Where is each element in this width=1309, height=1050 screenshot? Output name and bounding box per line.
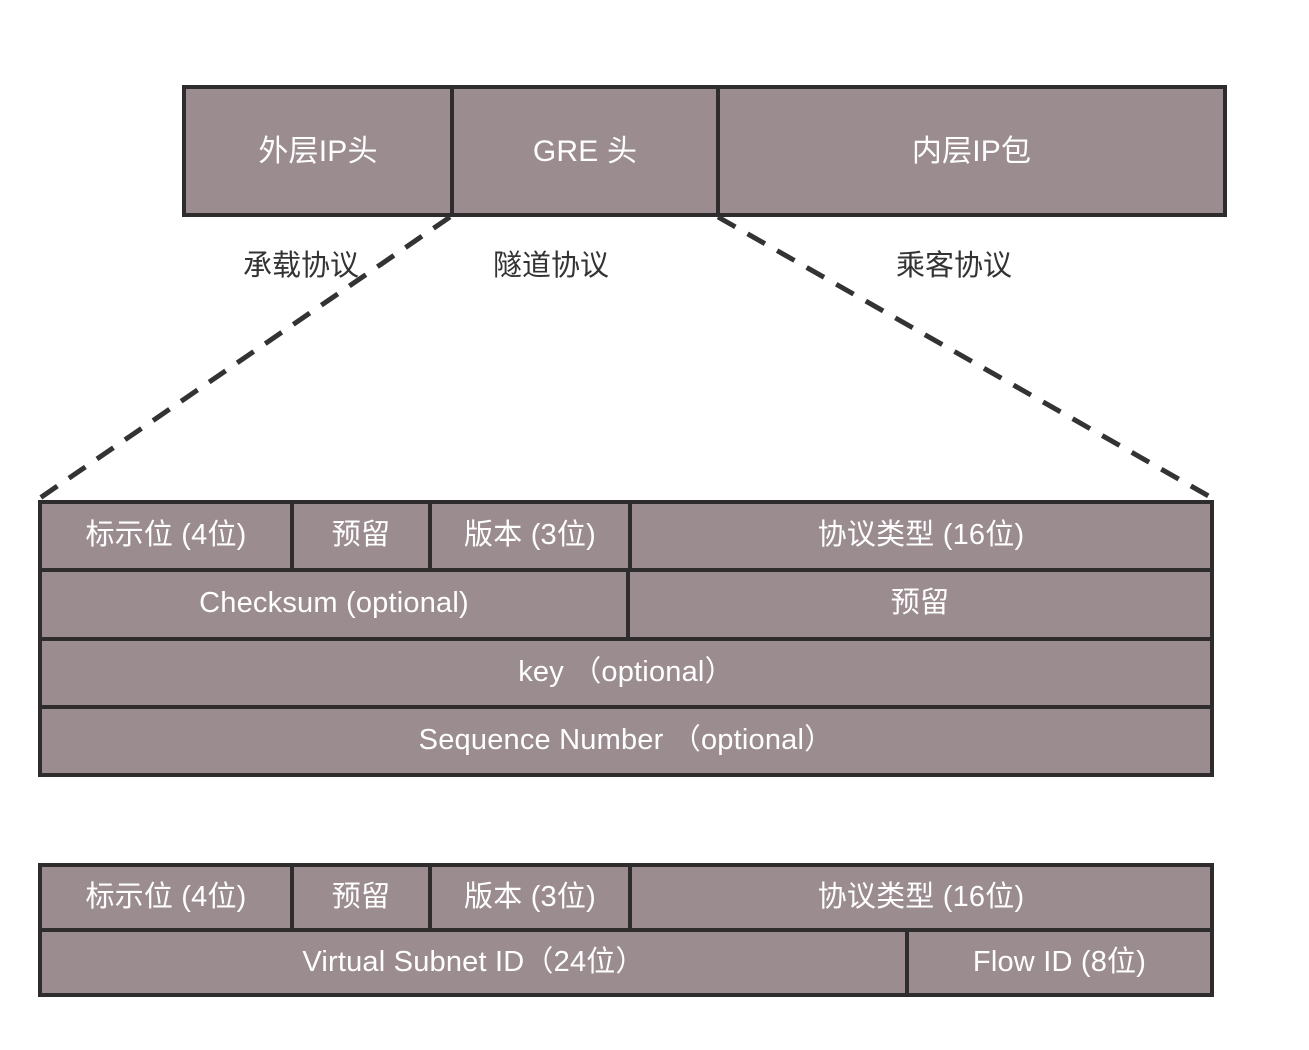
gre-header-row-2: Checksum (optional) 预留 (42, 572, 1210, 637)
gre-field-checksum: Checksum (optional) (42, 572, 626, 637)
gre-field-version: 版本 (3位) (432, 504, 628, 569)
nvgre-field-virtual-subnet-id: Virtual Subnet ID（24位） (42, 932, 905, 993)
top-packet-row: 外层IP头 GRE 头 内层IP包 (186, 89, 1223, 213)
nvgre-field-reserved: 预留 (294, 867, 428, 928)
cell-gre-header: GRE 头 (454, 89, 716, 213)
gre-header-row-3: key （optional） (42, 640, 1210, 705)
nvgre-field-flow-id: Flow ID (8位) (909, 932, 1210, 993)
nvgre-header-format-table: 标示位 (4位) 预留 版本 (3位) 协议类型 (16位) Virtual S… (38, 863, 1214, 997)
top-packet-structure: 外层IP头 GRE 头 内层IP包 (182, 85, 1227, 217)
gre-header-row-4: Sequence Number （optional） (42, 708, 1210, 773)
cell-inner-ip-packet: 内层IP包 (720, 89, 1223, 213)
gre-header-row-1: 标示位 (4位) 预留 版本 (3位) 协议类型 (16位) (42, 504, 1210, 569)
cell-outer-ip-header: 外层IP头 (186, 89, 450, 213)
gre-field-sequence-number: Sequence Number （optional） (42, 708, 1210, 773)
gre-field-flags: 标示位 (4位) (42, 504, 290, 569)
nvgre-header-row-2: Virtual Subnet ID（24位） Flow ID (8位) (42, 932, 1210, 993)
nvgre-header-row-1: 标示位 (4位) 预留 版本 (3位) 协议类型 (16位) (42, 867, 1210, 928)
label-tunnel-protocol: 隧道协议 (493, 250, 610, 282)
gre-header-format-table: 标示位 (4位) 预留 版本 (3位) 协议类型 (16位) Checksum … (38, 500, 1214, 777)
gre-field-reserved-2: 预留 (630, 572, 1210, 637)
label-carrier-protocol: 承载协议 (243, 250, 360, 282)
gre-field-key: key （optional） (42, 640, 1210, 705)
nvgre-field-protocol-type: 协议类型 (16位) (632, 867, 1210, 928)
nvgre-field-flags: 标示位 (4位) (42, 867, 290, 928)
gre-field-reserved: 预留 (294, 504, 428, 569)
gre-field-protocol-type: 协议类型 (16位) (632, 504, 1210, 569)
label-passenger-protocol: 乘客协议 (896, 250, 1013, 282)
nvgre-field-version: 版本 (3位) (432, 867, 628, 928)
